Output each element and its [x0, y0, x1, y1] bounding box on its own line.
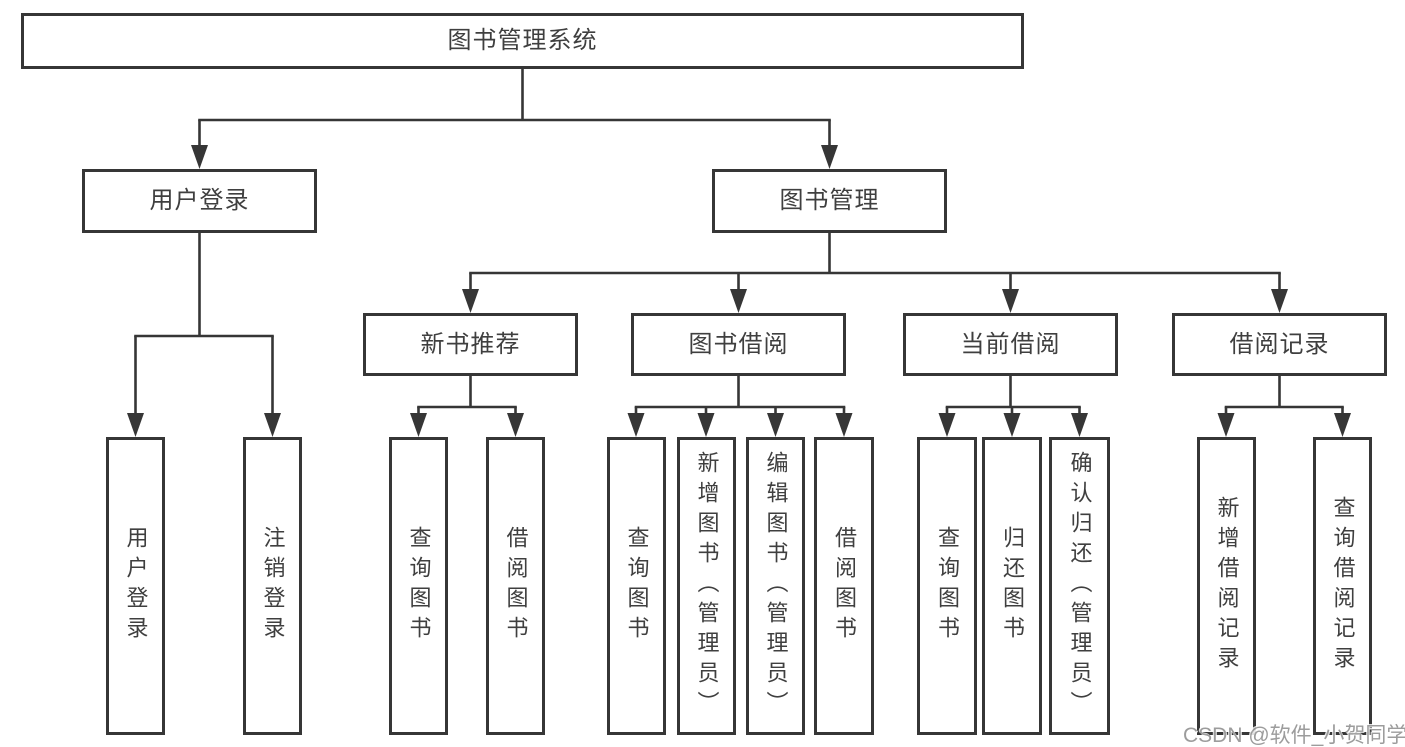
node-book-management: 图书管理 [712, 169, 947, 233]
leaf-user-login: 用户登录 [106, 437, 165, 735]
leaf-query-books-recommend: 查询图书 [389, 437, 448, 735]
leaf-logout: 注销登录 [243, 437, 302, 735]
leaf-query-borrow-record: 查询借阅记录 [1313, 437, 1372, 735]
leaf-add-book-admin: 新增图书（管理员） [677, 437, 736, 735]
leaf-query-books-borrowing: 查询图书 [607, 437, 666, 735]
leaf-borrow-books-borrowing: 借阅图书 [814, 437, 874, 735]
node-borrowing-records: 借阅记录 [1172, 313, 1387, 376]
leaf-return-books-label: 归还图书 [1000, 526, 1025, 646]
leaf-add-borrow-record: 新增借阅记录 [1197, 437, 1256, 735]
leaf-query-books-recommend-label: 查询图书 [406, 526, 432, 646]
leaf-query-books-current-label: 查询图书 [935, 526, 960, 646]
leaf-edit-book-admin: 编辑图书（管理员） [746, 437, 805, 735]
leaf-add-borrow-record-label: 新增借阅记录 [1214, 496, 1240, 676]
leaf-query-borrow-record-label: 查询借阅记录 [1330, 496, 1356, 676]
leaf-borrow-books-recommend: 借阅图书 [486, 437, 545, 735]
leaf-query-books-borrowing-label: 查询图书 [624, 526, 650, 646]
leaf-return-books: 归还图书 [982, 437, 1042, 735]
node-current-borrowing: 当前借阅 [903, 313, 1118, 376]
leaf-edit-book-admin-label: 编辑图书（管理员） [763, 451, 789, 721]
leaf-add-book-admin-label: 新增图书（管理员） [694, 451, 720, 721]
node-library-management-system: 图书管理系统 [21, 13, 1024, 69]
leaf-user-login-label: 用户登录 [123, 526, 149, 646]
csdn-watermark: CSDN @软件_小贺同学 [1183, 724, 1405, 747]
node-book-borrowing: 图书借阅 [631, 313, 846, 376]
leaf-borrow-books-recommend-label: 借阅图书 [503, 526, 529, 646]
leaf-confirm-return-admin: 确认归还（管理员） [1049, 437, 1110, 735]
leaf-logout-label: 注销登录 [260, 526, 286, 646]
leaf-borrow-books-borrowing-label: 借阅图书 [832, 526, 857, 646]
node-new-book-recommend: 新书推荐 [363, 313, 578, 376]
leaf-query-books-current: 查询图书 [917, 437, 977, 735]
leaf-confirm-return-admin-label: 确认归还（管理员） [1067, 451, 1093, 721]
node-user-login: 用户登录 [82, 169, 317, 233]
